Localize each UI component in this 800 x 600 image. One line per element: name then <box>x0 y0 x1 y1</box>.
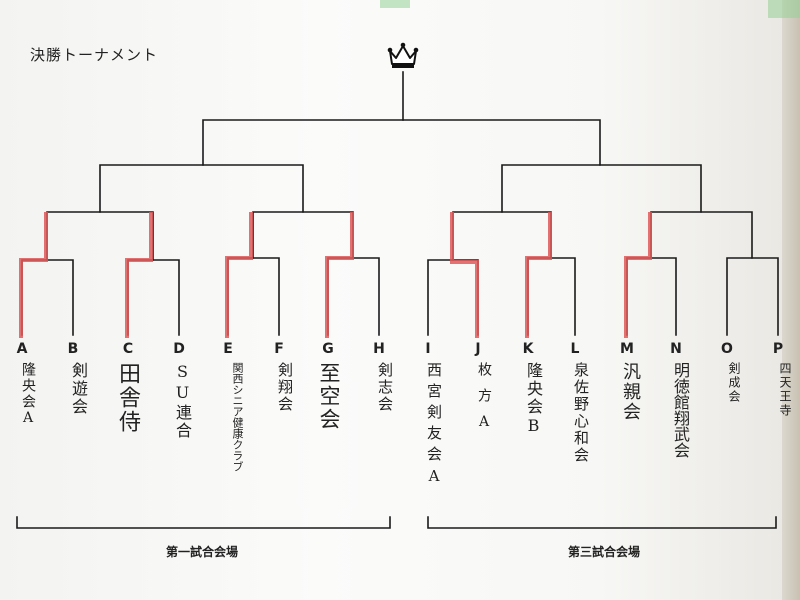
winner-line <box>125 212 153 338</box>
team-letter: M <box>620 341 634 357</box>
team-letter: D <box>173 341 185 357</box>
team-letter: P <box>772 341 784 357</box>
team-name: 至空会 <box>317 362 341 431</box>
winner-line <box>525 212 552 338</box>
team-letter: A <box>16 341 28 357</box>
team-name: 剣成会 <box>727 362 741 404</box>
team-name: 枚方A <box>476 362 492 442</box>
match-line <box>252 211 354 259</box>
winner-line <box>450 212 479 338</box>
team-name: SU連合 <box>173 362 192 440</box>
team-name: 関西シニア健康クラブ <box>231 362 244 472</box>
winner-paths <box>19 212 652 338</box>
team-letter: B <box>67 341 79 357</box>
team-letter: C <box>122 341 134 357</box>
team-letter: E <box>223 341 233 357</box>
match-line <box>99 164 304 213</box>
match-line <box>501 164 702 213</box>
team-name: 田舎侍 <box>115 362 140 434</box>
team-letter: N <box>670 341 682 357</box>
venue-brackets <box>16 516 777 529</box>
team-letter: K <box>522 341 534 357</box>
match-line <box>527 257 576 336</box>
venue-bracket-left <box>16 516 391 529</box>
team-letter: F <box>274 341 284 357</box>
team-name: 隆央会B <box>524 362 543 437</box>
venue-bracket-right <box>427 516 777 529</box>
team-name: 四天王寺 <box>778 362 792 418</box>
team-name: 剣遊会 <box>69 362 88 416</box>
match-line <box>452 211 552 261</box>
venue-label-left: 第一試合会場 <box>165 545 238 559</box>
match-line <box>327 257 380 336</box>
team-name: 剣翔会 <box>276 362 294 413</box>
venue-label-right: 第三試合会場 <box>567 545 640 559</box>
team-letter: O <box>721 341 733 357</box>
match-line <box>202 119 601 166</box>
match-line <box>726 257 779 336</box>
winner-line <box>19 212 48 338</box>
team-letter: I <box>425 341 431 357</box>
winner-line <box>225 212 253 338</box>
page-title: 決勝トーナメント <box>30 46 159 64</box>
sheet-edge <box>782 0 800 600</box>
match-line <box>650 211 753 259</box>
team-letter: J <box>475 341 481 357</box>
winner-line <box>325 212 354 338</box>
team-name: 明徳館翔武会 <box>671 362 690 458</box>
winner-line <box>624 212 652 338</box>
team-name: 汎親会 <box>620 362 641 422</box>
match-line <box>21 259 74 336</box>
crown-icon <box>387 42 419 68</box>
team-name: 剣志会 <box>376 362 394 413</box>
tape-strip <box>380 0 410 8</box>
team-name: 泉佐野心和会 <box>572 362 590 464</box>
match-line <box>626 257 677 336</box>
tape-strip <box>768 0 800 18</box>
match-line <box>427 259 479 336</box>
match-line <box>227 257 280 336</box>
match-line <box>127 259 180 336</box>
bracket-lines <box>21 71 779 336</box>
team-letter: H <box>373 341 385 357</box>
match-line <box>46 211 154 261</box>
team-name: 隆央会A <box>20 362 36 428</box>
team-letter: L <box>570 341 580 357</box>
team-letter: G <box>322 341 334 357</box>
team-name: 西宮剣友会A <box>425 362 443 491</box>
